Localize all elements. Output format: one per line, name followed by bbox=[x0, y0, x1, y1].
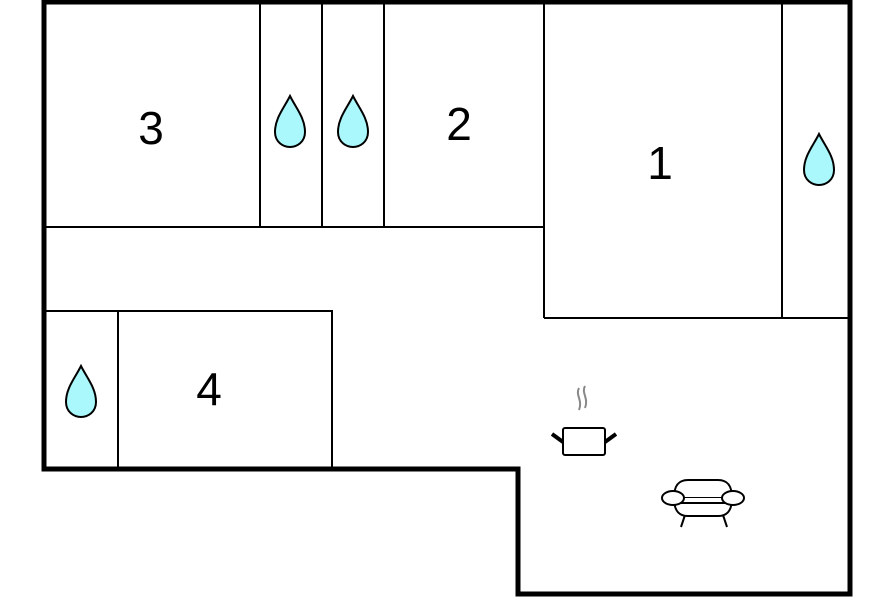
water-drop-icon bbox=[273, 93, 307, 149]
room-label-1: 1 bbox=[647, 137, 673, 189]
water-drop-icon bbox=[336, 93, 370, 149]
room-label-3: 3 bbox=[138, 102, 164, 154]
inner-walls bbox=[44, 2, 850, 469]
water-drop-icon bbox=[802, 131, 836, 187]
water-drop-icon bbox=[64, 363, 98, 419]
cooking-pot-icon bbox=[550, 385, 618, 456]
room-label-2: 2 bbox=[446, 98, 472, 150]
room-label-4: 4 bbox=[196, 363, 222, 415]
outer-wall bbox=[41, 0, 853, 597]
sofa-icon bbox=[661, 479, 745, 528]
